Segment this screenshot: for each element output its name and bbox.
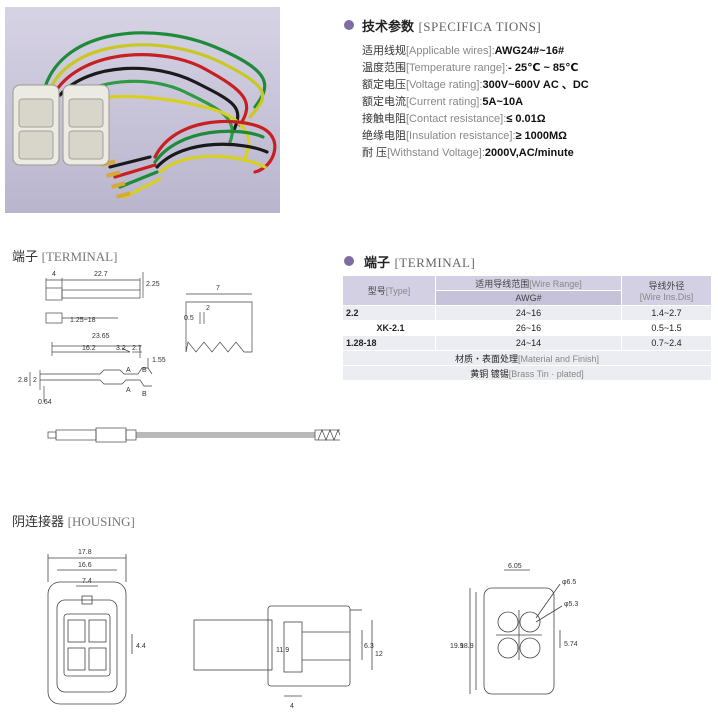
terminal-spec-table: 型号[Type] 适用导线范围[Wire Range] 导线外径[Wire In… [342,275,712,381]
dim-label: 19.9 [450,643,464,650]
dim-label: B [142,367,147,374]
dim-label: 6.3 [364,643,374,650]
dim-label: A [126,387,131,394]
spec-row: 适用线规[Applicable wires]:AWG24#~16# [362,45,565,57]
housing-technical-drawing: 17.8 16.6 7.4 4.4 11.9 6.3 12 4 6.05 φ6.… [47,549,578,710]
table-header-awg: AWG# [435,290,622,306]
spec-row: 温度范围[Temperature range]:- 25℃ ~ 85℃ [362,62,579,74]
dim-label: 0.64 [38,399,52,406]
dim-label: 2 [206,305,210,312]
housing-title: 阴连接器 [HOUSING] [12,514,135,529]
dim-label: 2 [33,377,37,384]
dim-label: φ6.5 [562,579,576,586]
table-row-finish: 黄铜 镀锡[Brass Tin · plated] [342,365,712,381]
table-row-material: 材质・表面处理[Material and Finish] [342,350,712,366]
spec-row: 耐 压[Withstand Voltage]:2000V,AC/minute [362,147,574,159]
dim-label: B [142,391,147,398]
table-header-range: 适用导线范围[Wire Range] [435,275,622,291]
dim-label: 5.74 [564,641,578,648]
spec-row: 绝缘电阻[Insulation resistance]:≥ 1000MΩ [362,130,567,142]
dim-label: 2.8 [18,377,28,384]
dim-label: 7.4 [82,578,92,585]
dim-label: 16.6 [78,562,92,569]
section-bullet-icon [344,20,354,30]
dim-label: 2.25 [146,281,160,288]
dim-label: φ5.3 [564,601,578,608]
product-photo [5,7,280,213]
spec-row: 额定电流[Current rating]:5A~10A [362,96,524,108]
section-bullet-icon [344,256,354,266]
dim-label: 1.25~18 [70,317,96,324]
dim-label: 23.65 [92,333,110,340]
dim-label: 1.55 [152,357,166,364]
terminal-table-title: 端子 [TERMINAL] [364,255,476,270]
dim-label: 2.7 [132,345,142,352]
terminal-drawing-title: 端子 [TERMINAL] [12,249,118,264]
table-header-diameter: 导线外径[Wire Ins.Dis] [621,275,712,306]
spec-row: 额定电压[Voltage rating]:300V~600V AC 、DC [362,79,589,91]
wire-harness-illustration [5,7,280,213]
dim-label: 4 [52,271,56,278]
dim-label: 0.5 [184,315,194,322]
dim-label: 4.4 [136,643,146,650]
dim-label: 6.05 [508,563,522,570]
dim-label: 7 [216,285,220,292]
terminal-technical-drawing: 4 22.7 2.25 1.25~18 23.65 16.2 3.2 2.7 1… [18,271,340,443]
dim-label: 18.9 [460,643,474,650]
specs-list: 适用线规[Applicable wires]:AWG24#~16# 温度范围[T… [362,43,589,162]
dim-label: A [126,367,131,374]
table-header-type: 型号[Type] [342,275,436,306]
specs-title: 技术参数 [SPECIFICA TIONS] [362,19,542,34]
dim-label: 12 [375,651,383,658]
dim-label: 16.2 [82,345,96,352]
dim-label: 11.9 [276,647,289,654]
dim-label: 17.8 [78,549,92,556]
dim-label: 22.7 [94,271,108,278]
spec-row: 接触电阻[Contact resistance]:≤ 0.01Ω [362,113,546,125]
dim-label: 3.2 [116,345,126,352]
dim-label: 4 [290,703,294,710]
